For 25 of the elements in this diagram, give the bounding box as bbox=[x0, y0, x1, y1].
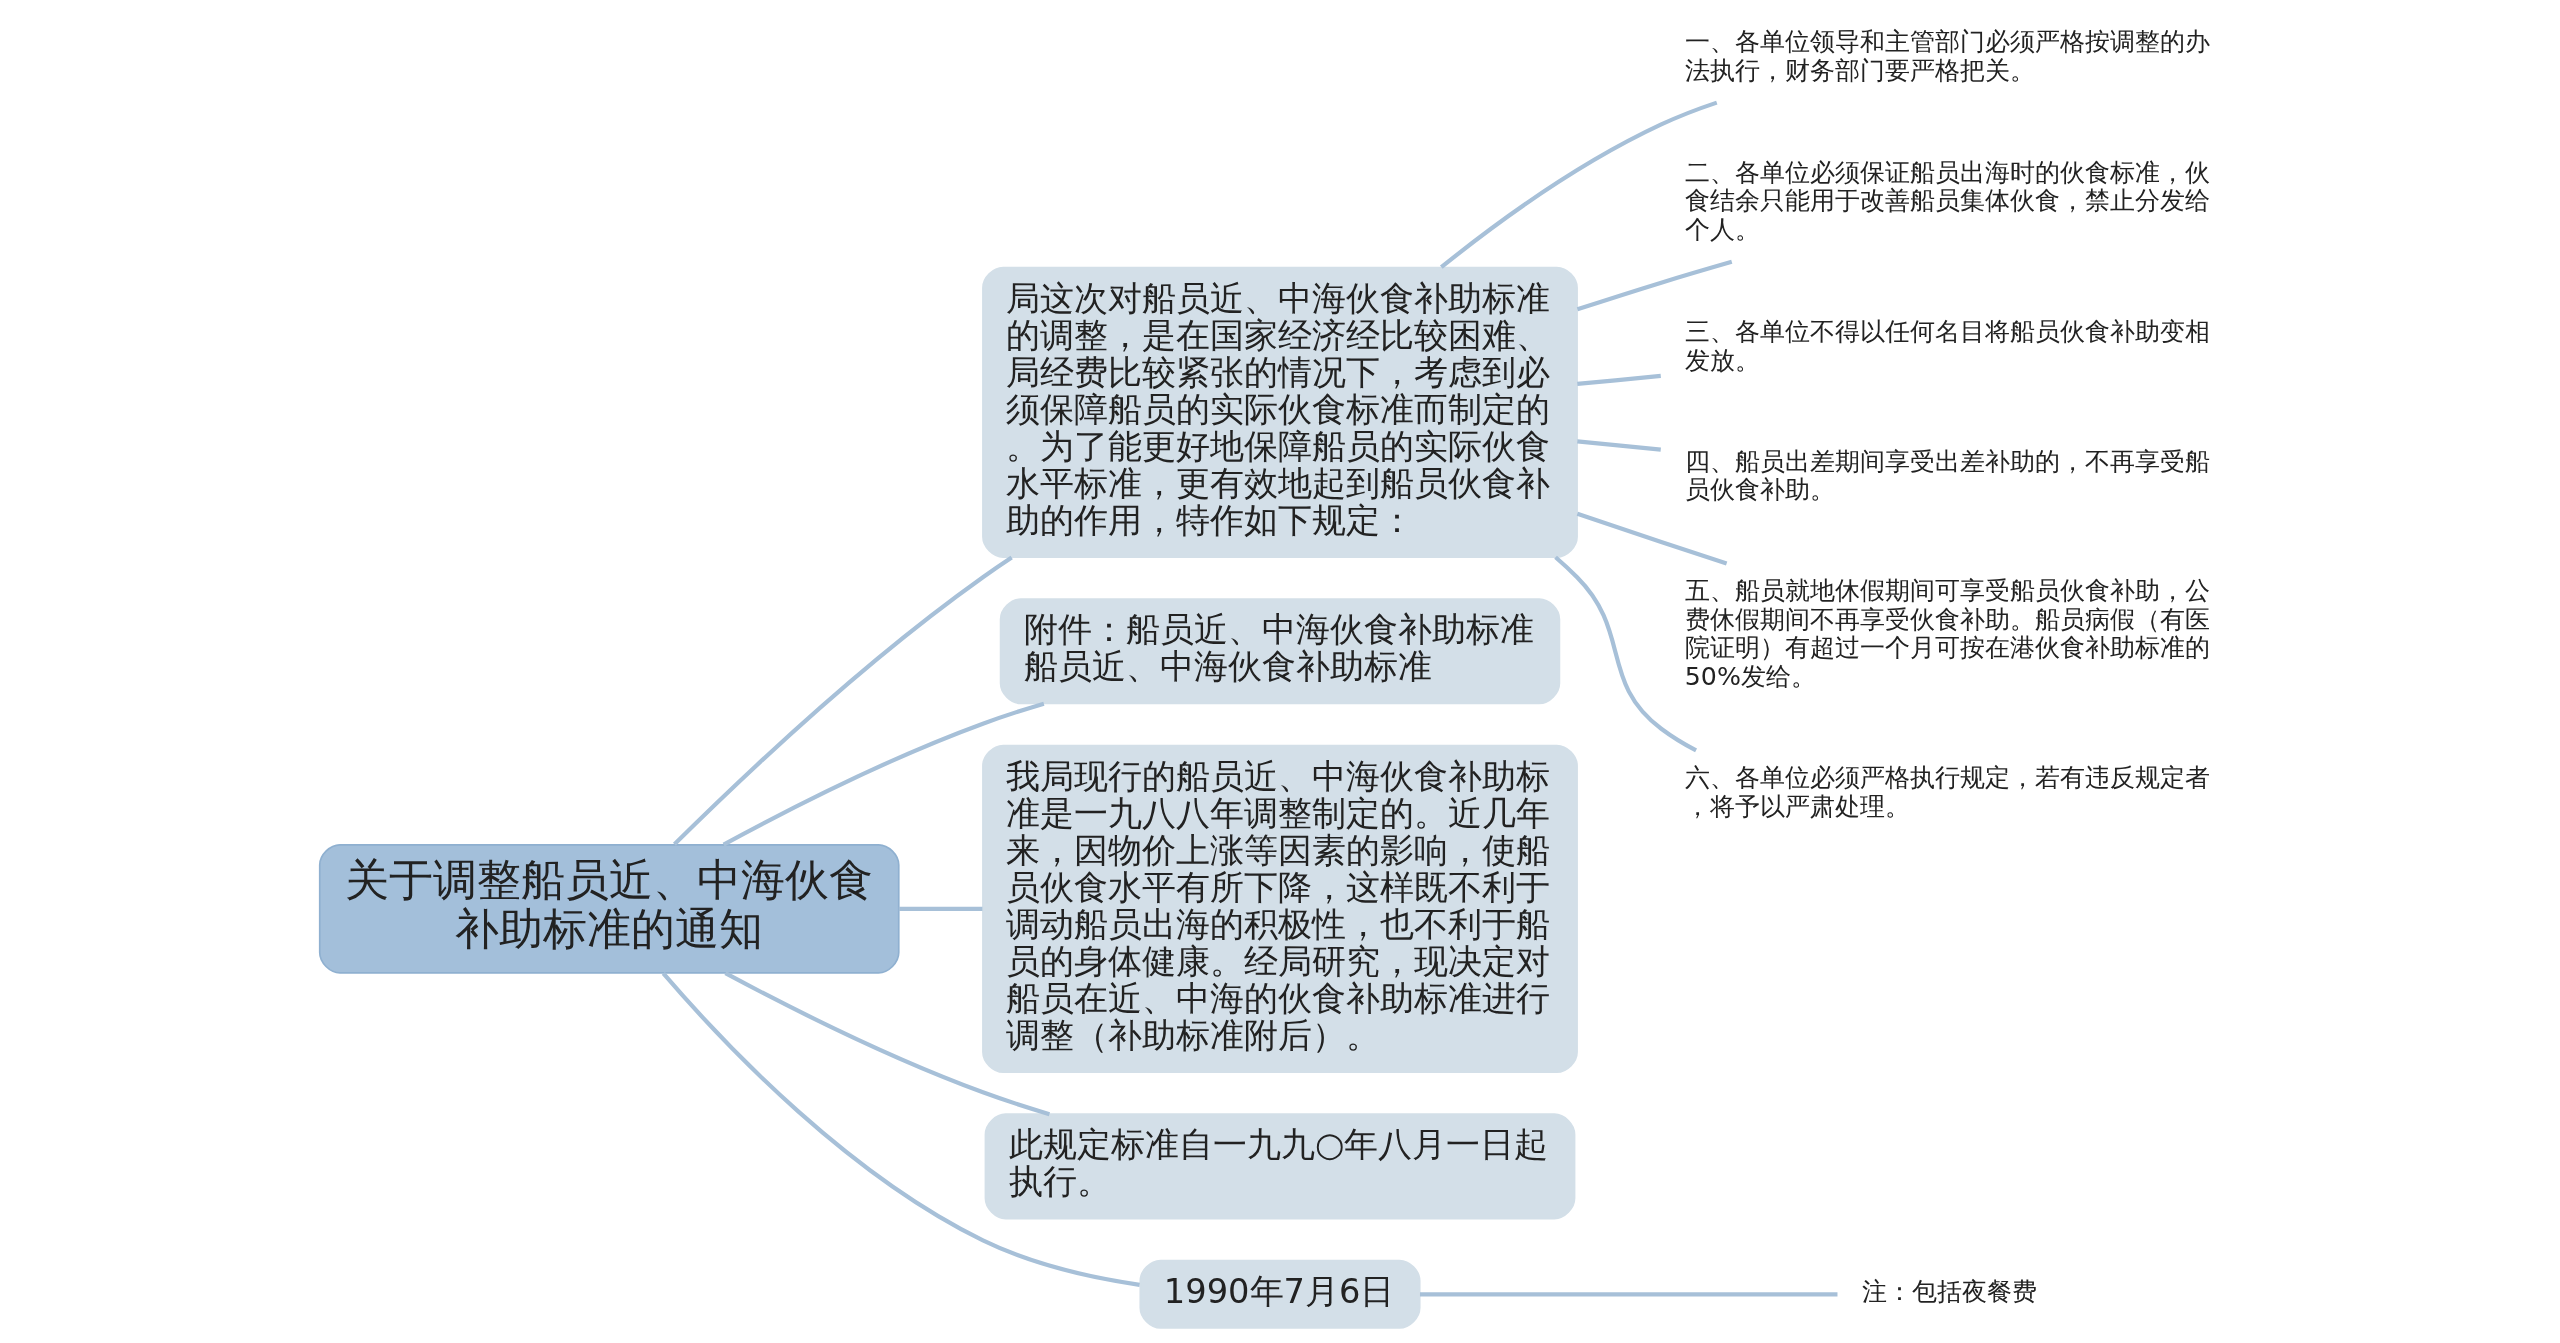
connector bbox=[1440, 100, 1718, 269]
node-box: 我局现行的船员近、中海伙食补助标准是一九八八年调整制定的。近几年来，因物价上涨等因素的影响，使船员伙食水平有所下降，这样既不利于调动船员出海的积极性，也不利于船员的身体健康。经局研究，现决定对船员在近、中海的伙食补助标准进行调整（补助标准附后）。 bbox=[982, 744, 1578, 1073]
connector bbox=[1420, 1292, 1838, 1297]
node-text: 二、各单位必须保证船员出海时的伙食标准，伙食结余只能用于改善船员集体伙食，禁止分发给个人。 bbox=[1684, 157, 2210, 245]
node-text: 四、船员出差期间享受出差补助的，不再享受船员伙食补助。 bbox=[1684, 446, 2210, 505]
connector bbox=[672, 555, 1013, 846]
node-box: 1990年7月6日 bbox=[1139, 1259, 1421, 1329]
node-box: 附件：船员近、中海伙食补助标准 船员近、中海伙食补助标准 bbox=[999, 598, 1561, 705]
connector bbox=[898, 906, 983, 911]
connector bbox=[1577, 439, 1661, 452]
node-text: 一、各单位领导和主管部门必须严格按调整的办法执行，财务部门要严格把关。 bbox=[1684, 27, 2210, 86]
connector bbox=[722, 701, 1045, 847]
node-box: 局这次对船员近、中海伙食补助标准的调整，是在国家经济经比较困难、局经费比较紧张的情况下，考虑到必须保障船员的实际伙食标准而制定的。为了能更好地保障船员的实际伙食水平标准，更有效地起到船员伙食补助的作用，特作如下规定： bbox=[982, 266, 1578, 558]
node-text: 三、各单位不得以任何名目将船员伙食补助变相发放。 bbox=[1684, 316, 2210, 375]
connector bbox=[1554, 555, 1698, 753]
connector bbox=[1576, 259, 1733, 312]
node-box: 此规定标准自一九九○年八月一日起执行。 bbox=[984, 1113, 1576, 1220]
node-text: 五、船员就地休假期间可享受船员伙食补助，公费休假期间不再享受伙食补助。船员病假（有医院证明）有超过一个月可按在港伙食补助标准的50%发给。 bbox=[1684, 576, 2210, 691]
connector bbox=[1576, 511, 1728, 566]
node-box: 关于调整船员近、中海伙食补助标准的通知 bbox=[318, 844, 900, 974]
connector bbox=[724, 971, 1051, 1117]
node-text: 注：包括夜餐费 bbox=[1861, 1277, 2037, 1307]
connector bbox=[661, 972, 1140, 1287]
node-text: 六、各单位必须严格执行规定，若有违反规定者，将予以严肃处理。 bbox=[1684, 762, 2210, 821]
connector bbox=[1577, 373, 1661, 387]
